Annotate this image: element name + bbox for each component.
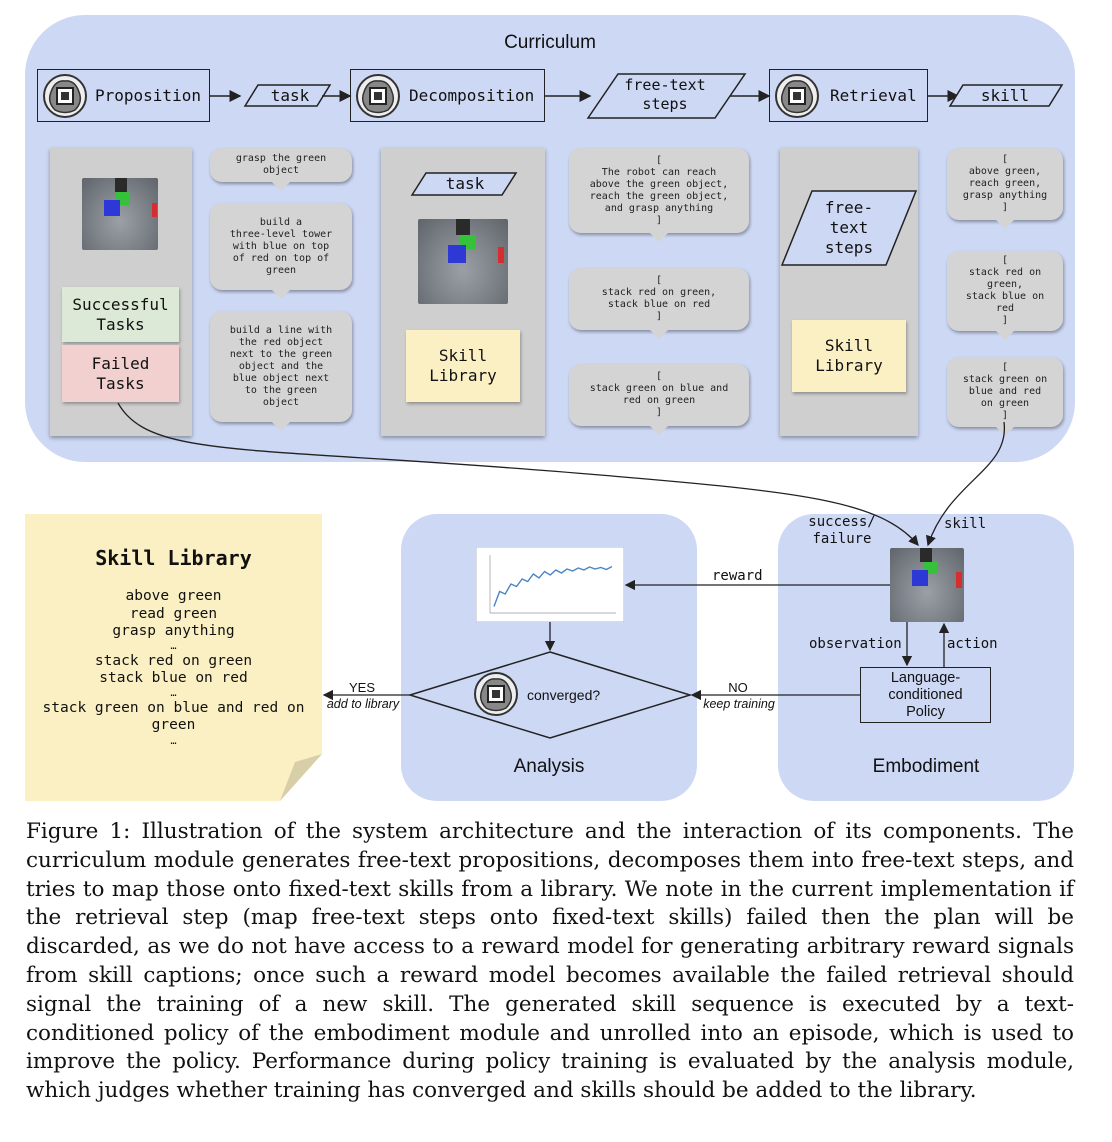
yes-sub-label: add to library (326, 697, 400, 711)
col5-free-text-steps-parallelogram (780, 190, 918, 266)
skill-library-item: above green (125, 588, 222, 604)
training-curve-chart (476, 547, 624, 622)
skill-library-item: grasp anything (112, 623, 235, 639)
skill-library-title: Skill Library (95, 546, 252, 570)
flow-free-text-steps-label: free-text steps (624, 76, 706, 113)
robot-scene-image (418, 219, 508, 304)
skill-to-robot-arrow (925, 421, 1005, 547)
brain-chip-icon (43, 74, 87, 118)
decomposition-label: Decomposition (409, 86, 535, 105)
no-label: NO (728, 680, 748, 695)
flow-task-label: task (270, 86, 310, 105)
bottom-connectors (117, 402, 1005, 739)
failed-to-robot-arrow (117, 402, 919, 546)
skill-library-list: above green read green grasp anything … … (25, 588, 322, 749)
skill-library-item: … (170, 687, 177, 699)
action-label: action (947, 636, 998, 652)
skill-library-item: stack blue on red (99, 670, 248, 686)
training-curve-line (493, 565, 613, 607)
skill-parallelogram (948, 84, 1064, 107)
skill-bubble: [ stack green on blue and red on green ] (947, 357, 1063, 436)
task-parallelogram (243, 84, 332, 107)
reward-label: reward (712, 568, 763, 584)
flow-arrows (210, 73, 1064, 119)
language-conditioned-policy-box: Language- conditioned Policy (860, 667, 991, 723)
step-bubble: [ stack green on blue and red on green ] (569, 364, 749, 435)
skill-bubble: [ above green, reach green, grasp anythi… (947, 148, 1063, 229)
yes-label: YES (348, 680, 375, 695)
success-failure-label: success/ failure (808, 514, 876, 547)
task-bubble: grasp the green object (210, 148, 352, 191)
figure-caption: Figure 1: Illustration of the system arc… (26, 819, 1074, 1104)
curriculum-title: Curriculum (504, 32, 596, 53)
skill-library-note: Skill Library (406, 330, 520, 402)
skill-label: skill (944, 516, 987, 532)
no-sub-label: keep training (703, 697, 775, 711)
proposition-label: Proposition (95, 86, 201, 105)
proposition-box: Proposition (37, 69, 210, 122)
analysis-title: Analysis (513, 756, 585, 777)
skill-bubble: [ stack red on green, stack blue on red … (947, 251, 1063, 340)
free-text-steps-parallelogram (586, 73, 747, 119)
successful-tasks-note: Successful Tasks (62, 287, 179, 342)
task-bubble: build a three-level tower with blue on t… (210, 203, 352, 299)
step-bubble: [ stack red on green, stack blue on red … (569, 268, 749, 339)
brain-chip-icon (474, 672, 518, 716)
robot-scene-image (890, 548, 964, 622)
skill-library-item: read green (129, 605, 218, 622)
embodiment-title: Embodiment (872, 756, 980, 777)
skill-library-big-note (25, 514, 322, 801)
brain-chip-icon (356, 74, 400, 118)
skill-library-note: Skill Library (792, 320, 906, 392)
failed-tasks-note: Failed Tasks (62, 345, 179, 402)
observation-label: observation (809, 636, 902, 652)
step-bubble: [ The robot can reach above the green ob… (569, 148, 749, 242)
col3-task-label: task (445, 174, 485, 193)
col5-free-text-steps-label: free- text steps (824, 198, 874, 257)
brain-chip-icon (775, 74, 819, 118)
flow-skill-label: skill (980, 86, 1030, 105)
col3-task-parallelogram (410, 172, 518, 196)
converged-diamond (407, 651, 693, 739)
skill-library-item: … (170, 735, 177, 747)
decomposition-box: Decomposition (350, 69, 545, 122)
converged-label: converged? (527, 687, 601, 703)
robot-scene-image (82, 178, 158, 250)
retrieval-label: Retrieval (830, 86, 917, 105)
task-bubble: build a line with the red object next to… (210, 311, 352, 431)
skill-library-item: stack red on green (94, 652, 253, 669)
skill-library-item: … (170, 640, 177, 652)
skill-library-item: stack green on blue and red on green (42, 699, 305, 734)
